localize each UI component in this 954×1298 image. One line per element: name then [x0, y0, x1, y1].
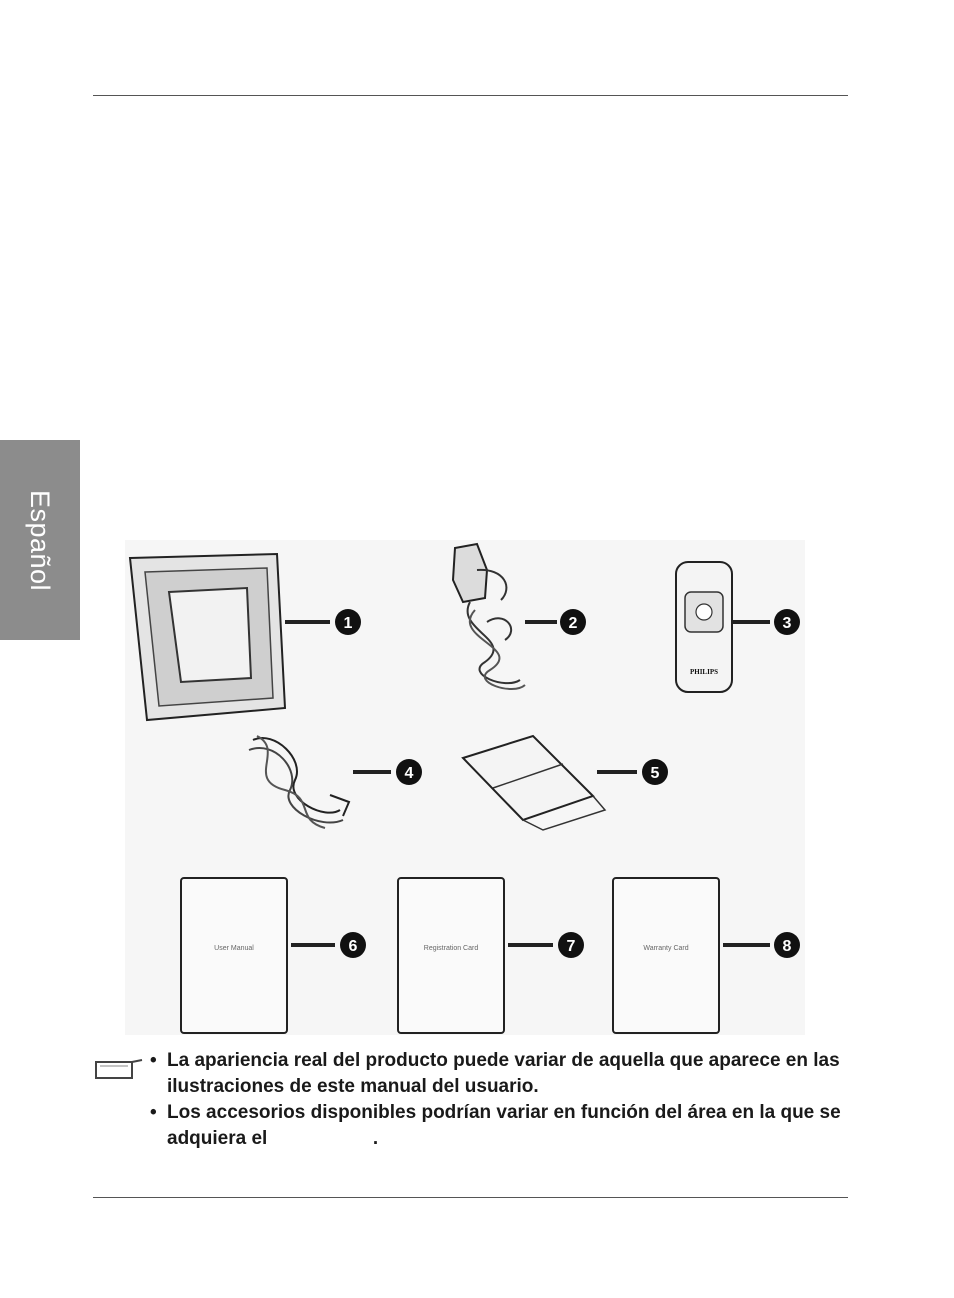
user-manual-illustration: User Manual: [180, 877, 335, 1034]
note-item: Los accesorios disponibles podrían varia…: [150, 1100, 850, 1152]
item-number-7: 7: [558, 932, 584, 958]
item-number-3: 3: [774, 609, 800, 635]
top-rule: [93, 95, 848, 96]
item-number-2: 2: [560, 609, 586, 635]
svg-text:7: 7: [567, 938, 576, 955]
svg-text:6: 6: [349, 938, 358, 955]
svg-text:2: 2: [569, 615, 578, 632]
svg-text:5: 5: [651, 765, 660, 782]
package-contents-figure: 1 2 PHILIPS 3: [125, 540, 805, 1035]
usb-cable-illustration: [248, 735, 391, 829]
note-item: La apariencia real del producto puede va…: [150, 1048, 850, 1100]
item-number-5: 5: [642, 759, 668, 785]
photo-frame-illustration: [128, 552, 330, 722]
warranty-card-illustration: Warranty Card: [612, 877, 770, 1034]
note-icon: [94, 1058, 144, 1080]
remote-control-illustration: PHILIPS: [675, 561, 770, 693]
language-label: Español: [25, 489, 56, 591]
bottom-rule: [93, 1197, 848, 1198]
item-number-8: 8: [774, 932, 800, 958]
svg-text:1: 1: [344, 615, 353, 632]
svg-text:3: 3: [783, 615, 792, 632]
svg-text:PHILIPS: PHILIPS: [690, 668, 718, 676]
item-number-4: 4: [396, 759, 422, 785]
quick-start-leaflet-illustration: [461, 734, 637, 831]
registration-card-illustration: Registration Card: [397, 877, 553, 1034]
svg-text:8: 8: [783, 938, 792, 955]
svg-text:Warranty Card: Warranty Card: [643, 945, 688, 952]
svg-text:User Manual: User Manual: [214, 945, 254, 952]
item-number-6: 6: [340, 932, 366, 958]
item-number-1: 1: [335, 609, 361, 635]
power-adapter-illustration: [451, 542, 557, 690]
svg-text:Registration Card: Registration Card: [424, 945, 479, 952]
notes-list: La apariencia real del producto puede va…: [150, 1048, 850, 1152]
svg-text:4: 4: [405, 765, 414, 782]
language-side-tab: Español: [0, 440, 80, 640]
